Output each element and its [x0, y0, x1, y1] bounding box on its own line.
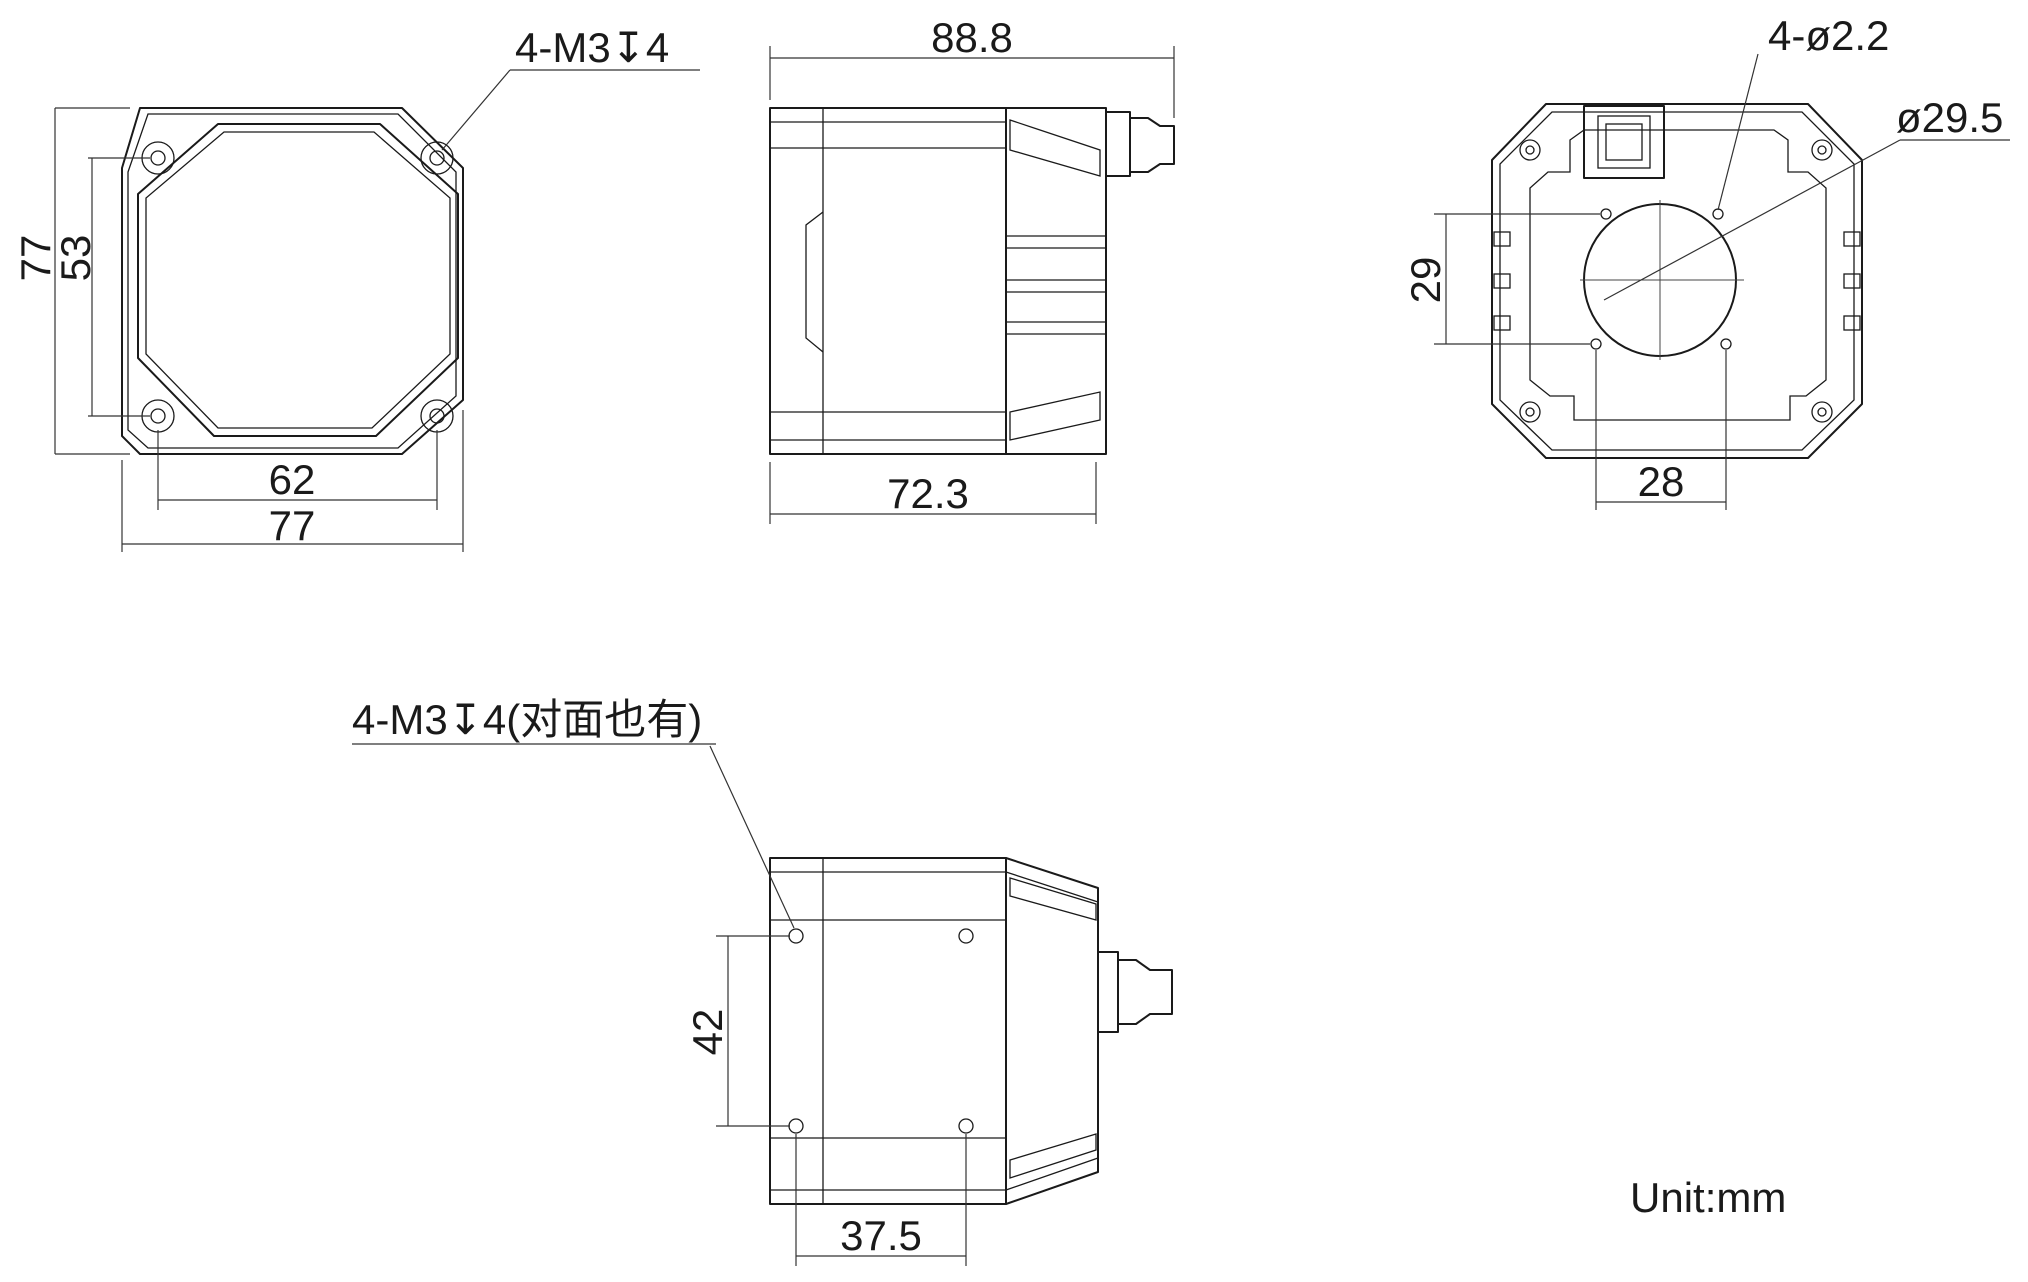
- front-view: 4-M3↧4 77 53 62 77: [12, 24, 700, 552]
- connector-icon: [1097, 951, 1173, 1033]
- front-dim-width-outer: 77: [269, 502, 316, 549]
- screw-icon: [1811, 139, 1833, 161]
- rear-diameter-callout: ø29.5: [1896, 94, 2003, 141]
- screw-icon: [1519, 139, 1541, 161]
- front-thread-callout: 4-M3↧4: [515, 24, 669, 71]
- bottom-dim-vertical: 42: [684, 1009, 731, 1056]
- screw-icon: [1811, 401, 1833, 423]
- rear-dim-vertical: 29: [1402, 257, 1449, 304]
- front-dim-height-inner: 53: [52, 235, 99, 282]
- front-dim-height-outer: 77: [12, 235, 59, 282]
- connector-icon: [1583, 105, 1665, 179]
- rear-dim-horizontal: 28: [1638, 458, 1685, 505]
- side-view: 88.8 72.3: [769, 14, 1175, 524]
- screw-icon: [1519, 401, 1541, 423]
- screw-icon: [420, 141, 454, 175]
- rear-holes-callout: 4-ø2.2: [1768, 12, 1889, 59]
- screw-icon: [420, 399, 454, 433]
- bottom-view: 4-M3↧4(对面也有) 42 37.5: [352, 696, 1173, 1266]
- unit-label: Unit:mm: [1630, 1174, 1786, 1221]
- bottom-thread-callout: 4-M3↧4(对面也有): [352, 696, 702, 743]
- bottom-dim-horizontal: 37.5: [840, 1212, 922, 1259]
- connector-icon: [1105, 111, 1175, 177]
- side-dim-total-length: 88.8: [931, 14, 1013, 61]
- rear-view: 4-ø2.2 ø29.5 29 28: [1402, 12, 2010, 510]
- side-dim-body-length: 72.3: [887, 470, 969, 517]
- front-dim-width-inner: 62: [269, 456, 316, 503]
